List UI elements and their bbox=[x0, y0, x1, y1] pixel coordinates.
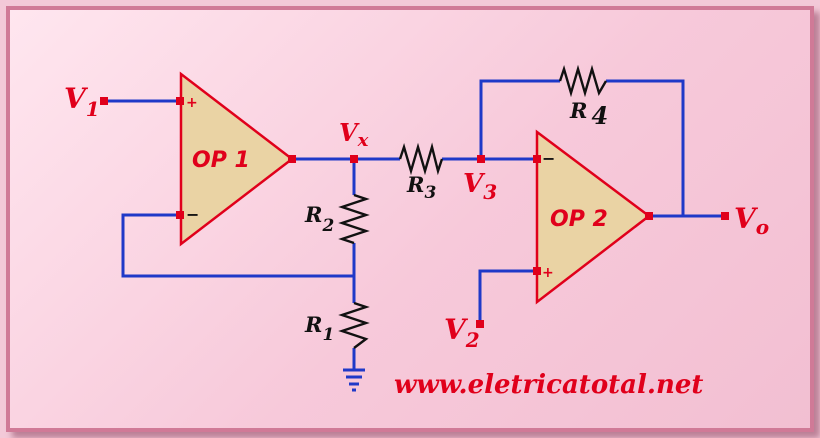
terminal-vo bbox=[721, 212, 729, 220]
label-r1: R1 bbox=[304, 312, 334, 345]
label-v3: V3 bbox=[463, 169, 497, 204]
label-vx: Vx bbox=[339, 118, 369, 151]
terminal-op1-minus bbox=[176, 211, 184, 219]
terminal-op2-plus bbox=[533, 267, 541, 275]
wire-r4-out bbox=[606, 79, 685, 216]
opamp-op1-triangle bbox=[179, 71, 295, 247]
opamp-op2-triangle bbox=[535, 129, 652, 305]
resistor-r1-symbol bbox=[338, 301, 370, 349]
ground-icon bbox=[343, 368, 365, 392]
wire-v2-in bbox=[478, 269, 537, 324]
label-v2: V2 bbox=[444, 313, 480, 352]
terminal-v1 bbox=[100, 97, 108, 105]
wire-r4-loop bbox=[479, 79, 560, 159]
resistor-r4-symbol bbox=[558, 64, 608, 98]
opamp-op2-plus-sign: + bbox=[542, 265, 554, 281]
wires bbox=[104, 79, 725, 370]
terminal-op2-minus bbox=[533, 155, 541, 163]
terminal-v2 bbox=[476, 320, 484, 328]
node-v3 bbox=[477, 155, 485, 163]
terminals bbox=[100, 97, 729, 328]
wire-op1-feedback bbox=[121, 213, 354, 278]
label-v1: V1 bbox=[64, 82, 100, 121]
resistor-r3-symbol bbox=[398, 142, 444, 176]
terminal-op1-out bbox=[288, 155, 296, 163]
diagram-frame bbox=[6, 6, 814, 432]
opamp-op1-label: OP 1 bbox=[192, 148, 250, 173]
resistor-r2-symbol bbox=[338, 193, 370, 245]
label-r2: R2 bbox=[304, 202, 334, 236]
opamp-op1-plus-sign: + bbox=[186, 95, 198, 111]
opamp-op1-minus-sign: − bbox=[186, 205, 199, 224]
opamp-op2-label: OP 2 bbox=[550, 207, 608, 232]
terminal-op2-out bbox=[645, 212, 653, 220]
label-r3: R3 bbox=[406, 172, 436, 203]
terminal-op1-plus bbox=[176, 97, 184, 105]
watermark-url: www.eletricatotal.net bbox=[394, 370, 703, 400]
opamp-op2-minus-sign: − bbox=[542, 149, 555, 168]
label-vo: Vo bbox=[734, 202, 769, 239]
node-vx bbox=[350, 155, 358, 163]
